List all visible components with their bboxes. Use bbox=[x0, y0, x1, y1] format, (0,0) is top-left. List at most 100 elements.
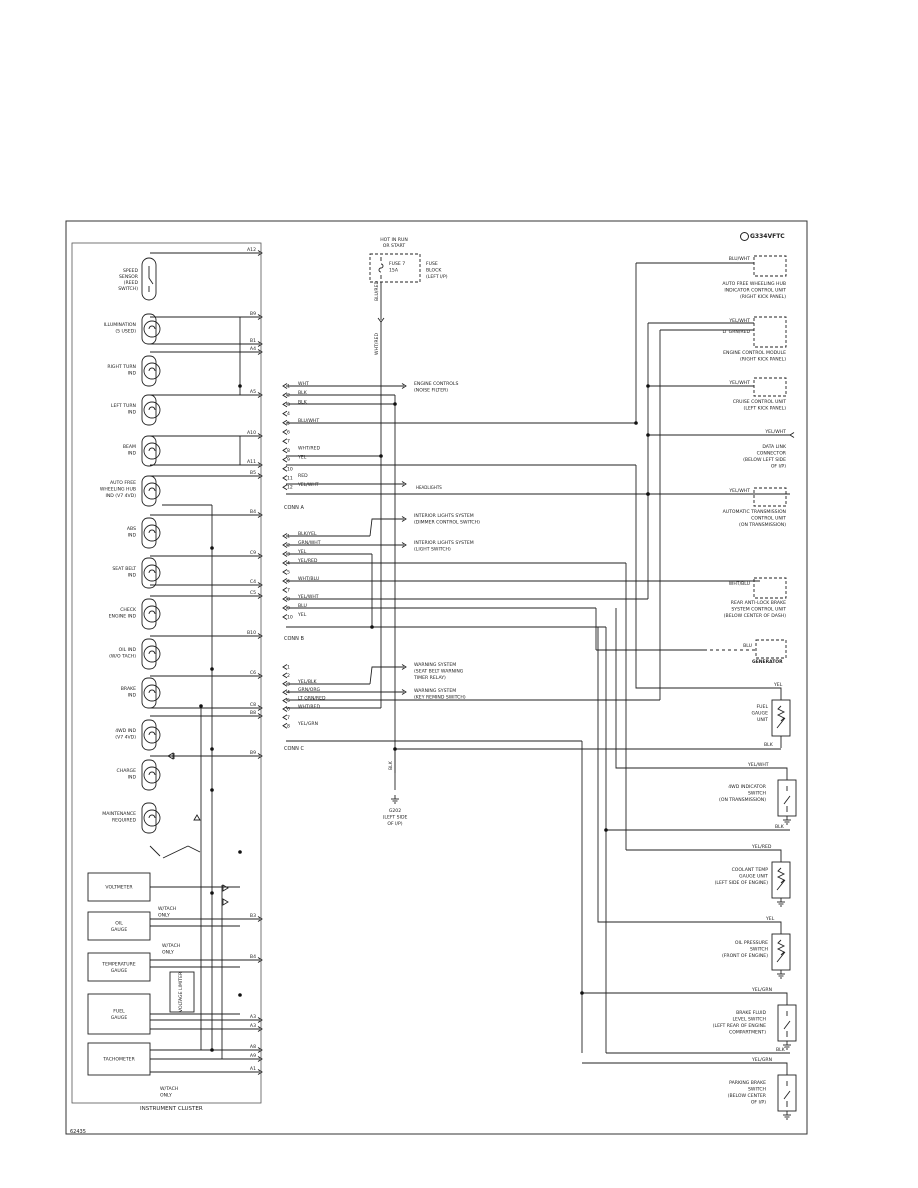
conn-b-pin bbox=[282, 542, 288, 548]
diagram-id: G334VFTC bbox=[740, 232, 785, 241]
conn-c-wire-label: YEL/GRN bbox=[297, 721, 318, 727]
maintenance-switch bbox=[149, 845, 201, 859]
conn-b-pin-number: 1 bbox=[287, 534, 290, 540]
fuel-label: FUEL bbox=[757, 704, 769, 710]
cluster-splice bbox=[210, 667, 214, 671]
coolant-wire bbox=[626, 849, 782, 862]
arrow bbox=[401, 481, 407, 487]
speed-sensor-label: SWITCH) bbox=[118, 286, 138, 292]
cluster-pin-label: C6 bbox=[250, 670, 256, 676]
conn-a-pin bbox=[282, 401, 288, 408]
fuse-icon bbox=[378, 257, 384, 279]
coolant-sensor-icon bbox=[776, 867, 786, 891]
conn-b-wire-label: BLK/YEL bbox=[298, 531, 317, 537]
lamp-label: REQUIRED bbox=[112, 818, 137, 824]
oilp-sensor bbox=[771, 933, 791, 971]
conn-b-pin bbox=[282, 587, 288, 593]
splice bbox=[604, 828, 608, 832]
cluster-pin-label: C4 bbox=[250, 579, 256, 585]
cluster-pin-arrow bbox=[257, 250, 263, 256]
cluster-pin-arrow bbox=[257, 673, 263, 679]
indicator-lamp-icon bbox=[143, 442, 161, 460]
lamp-label: (5 USED) bbox=[115, 329, 136, 335]
lamp-label: IND bbox=[128, 573, 137, 579]
conn-a-wire-label: YEL bbox=[297, 455, 307, 461]
conn-a-pin bbox=[282, 456, 288, 463]
wtach-label: ONLY bbox=[162, 950, 174, 956]
wtach-label: W/TACH bbox=[158, 906, 176, 912]
abs-wire-label: WHT/BLU bbox=[729, 581, 750, 587]
conn-b-wire-label: YEL bbox=[297, 612, 307, 618]
lamp-housing bbox=[141, 517, 157, 549]
dlc-wire-label: YEL/WHT bbox=[764, 429, 786, 435]
cluster-pin-label: A3 bbox=[250, 1014, 256, 1020]
gauge-label: FUEL bbox=[113, 1009, 125, 1015]
cluster-pin-arrow bbox=[257, 349, 263, 355]
conn-c-pin-number: 3 bbox=[287, 681, 290, 687]
conn-a-pin-number: 9 bbox=[287, 457, 290, 463]
conn-c-label: CONN C bbox=[284, 746, 304, 752]
diode-icon bbox=[222, 884, 229, 892]
fuel-wire bbox=[635, 465, 782, 700]
conn-b-pin bbox=[282, 551, 288, 557]
arrow bbox=[401, 383, 407, 389]
fuel-sensor-icon bbox=[776, 705, 786, 729]
atu-label: CONTROL UNIT bbox=[751, 516, 786, 522]
wire-c3 bbox=[369, 666, 404, 685]
cluster-pin-label: A11 bbox=[247, 459, 256, 465]
lamp-label: (V7 4VD) bbox=[115, 735, 136, 741]
conn-b-pin-number: 6 bbox=[287, 579, 290, 585]
oilp-wire bbox=[597, 627, 782, 934]
fuse-block-label: (LEFT I/P) bbox=[426, 274, 448, 280]
cluster-pin-arrow bbox=[257, 473, 263, 479]
conn-c-pin bbox=[282, 706, 288, 712]
cluster-splice bbox=[210, 788, 214, 792]
coolant-sensor bbox=[771, 861, 791, 899]
speed-sensor-label: SENSOR bbox=[119, 274, 139, 280]
fwd-label: SWITCH bbox=[748, 791, 766, 797]
lamp-label: CHECK bbox=[120, 607, 137, 613]
fwd-switch-icon bbox=[783, 786, 791, 812]
cluster-pin-label: B8 bbox=[250, 710, 256, 716]
gauge-box bbox=[87, 872, 151, 902]
abs-label: SYSTEM CONTROL UNIT bbox=[731, 607, 786, 613]
cluster-pin-label: C5 bbox=[250, 590, 256, 596]
conn-c-wire-label: GRN/ORG bbox=[298, 687, 321, 693]
splice bbox=[370, 625, 374, 629]
cluster-splice bbox=[238, 850, 242, 854]
gauge-label: TACHOMETER bbox=[102, 1057, 135, 1063]
splice bbox=[646, 384, 650, 388]
conn-a-wire-label: BLK bbox=[298, 399, 308, 405]
pb-label: OF I/P) bbox=[751, 1100, 766, 1106]
gauge-label: GAUGE bbox=[111, 1015, 128, 1021]
indicator-lamp-icon-filament bbox=[148, 689, 156, 694]
fuel-wire-label: YEL bbox=[773, 682, 783, 688]
splice bbox=[646, 492, 650, 496]
conn-a-pin bbox=[282, 410, 288, 417]
diode-icon bbox=[167, 752, 175, 760]
indicator-lamp-icon-filament bbox=[148, 814, 156, 819]
conn-a-pin-number: 2 bbox=[287, 393, 290, 399]
cluster-pin-label: B4 bbox=[250, 509, 256, 515]
parking-switch-icon bbox=[783, 1081, 791, 1107]
pb-label: SWITCH bbox=[748, 1087, 766, 1093]
cluster-pin-arrow bbox=[257, 341, 263, 347]
indicator-lamp-icon bbox=[143, 482, 161, 500]
dlc-label: OF I/P) bbox=[771, 464, 786, 470]
conn-b-pin-number: 8 bbox=[287, 597, 290, 603]
lamp-label: SEAT BELT bbox=[112, 566, 136, 572]
speed-sensor-label: (REED bbox=[124, 280, 139, 286]
conn-a-wire-label: WHT/RED bbox=[298, 445, 320, 451]
cluster-pin-arrow bbox=[257, 753, 263, 759]
indicator-lamp-icon bbox=[143, 605, 161, 623]
indicator-lamp-icon-filament bbox=[148, 406, 156, 411]
wtach-label: ONLY bbox=[158, 913, 170, 919]
cluster-pin-arrow bbox=[257, 705, 263, 711]
indicator-lamp-icon bbox=[143, 320, 161, 338]
parking-switch bbox=[777, 1074, 797, 1112]
conn-b-pin bbox=[282, 614, 288, 620]
conn-a-wire-label: BLK bbox=[298, 390, 308, 396]
cruise-wire-label: YEL/WHT bbox=[728, 380, 750, 386]
cluster-pin-label: A4 bbox=[250, 346, 256, 352]
cluster-pin-arrow bbox=[257, 1017, 263, 1023]
